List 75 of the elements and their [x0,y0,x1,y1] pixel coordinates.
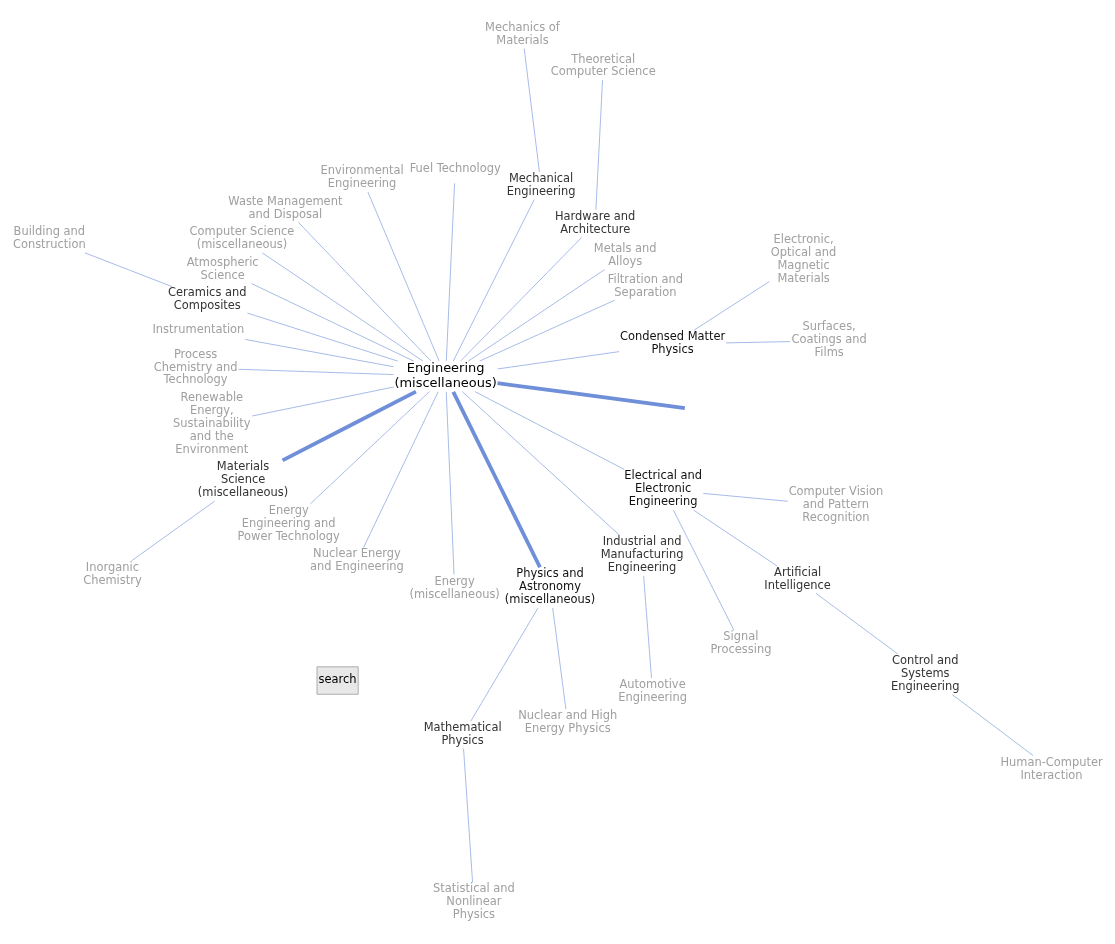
label: search [318,672,357,687]
connector [245,339,394,368]
node-text: Computer Science (miscellaneous) [189,224,295,252]
node-text: Mechanical Engineering [506,171,576,198]
connector [523,48,540,173]
connector [460,236,583,362]
connector [951,694,1034,756]
connector [692,509,778,567]
node-text: Electronic, Optical and Magnetic Materials [770,231,837,285]
node-text: Human-Computer Interaction [1000,754,1103,782]
connector [367,191,440,362]
node-text: Signal Processing [710,629,772,657]
connector [363,391,439,548]
node-text: Atmospheric Science [186,254,259,282]
connector [298,222,432,362]
connector [131,500,216,562]
node-text: Electrical and Electronic Engineering [624,468,703,509]
node-text: Control and Systems Engineering [890,652,960,693]
connector [309,391,430,505]
connector [595,79,603,211]
node-text: Waste Management and Disposal [228,193,343,221]
connector [445,182,456,362]
connector [693,281,770,331]
connector [467,269,606,362]
node-text: Energy (miscellaneous) [409,573,500,601]
connector [251,386,395,417]
node-text: Energy Engineering and Power Technology [237,502,340,543]
node-text: Environmental Engineering [320,163,404,191]
connector [461,391,621,536]
node-text: Nuclear and High Energy Physics [518,708,618,736]
node-text: Physics and Astronomy (miscellaneous) [504,566,596,607]
node-text: Computer Vision and Pattern Recognition [788,484,884,525]
node-text: Instrumentation [152,322,245,337]
connector [497,351,620,370]
connector [474,391,625,470]
node-text: Hardware and Architecture [554,208,636,236]
connector [552,607,567,710]
node-text: Theoretical Computer Science [550,51,656,79]
connector [479,299,616,362]
node-text: Mathematical Physics [423,720,502,748]
connector [452,199,535,362]
connector [262,252,424,362]
node-text: Automotive Engineering [618,677,687,705]
connector [445,391,455,575]
connector [84,252,173,287]
node-text: Industrial and Manufacturing Engineering [600,534,684,575]
node-text: Artificial Intelligence [764,564,831,592]
node-text: Renewable Energy, Sustainability and the Environment [173,390,251,456]
connector [815,593,899,655]
connector [238,368,394,376]
node-text: Materials Science (miscellaneous) [197,459,289,500]
node-text: Filtration and Separation [607,271,684,299]
node-text: Statistical and Nonlinear Physics [433,881,515,922]
node-text: Building and Construction [12,224,86,252]
connector [497,381,686,410]
node-text: Fuel Technology [409,161,501,176]
connector [281,389,417,463]
node-text: Surfaces, Coatings and Films [791,319,867,360]
connector [470,607,539,722]
connector [643,575,652,679]
connector [463,748,474,883]
node-text: Inorganic Chemistry [83,559,142,587]
node-text: Mechanics of Materials [485,19,560,47]
node-text: Process Chemistry and Technology [153,346,238,387]
connector [725,341,791,344]
node-text: Metals and Alloys [593,240,657,268]
node-text: Nuclear Energy and Engineering [310,546,404,574]
node-text: Ceramics and Composites [168,285,247,313]
node-text: Condensed Matter Physics [619,329,726,357]
connector [673,509,735,631]
node-text: Engineering (miscellaneous) [394,360,497,390]
connector [251,283,415,362]
connector [702,492,789,502]
connector [451,391,542,569]
connector [247,312,399,362]
